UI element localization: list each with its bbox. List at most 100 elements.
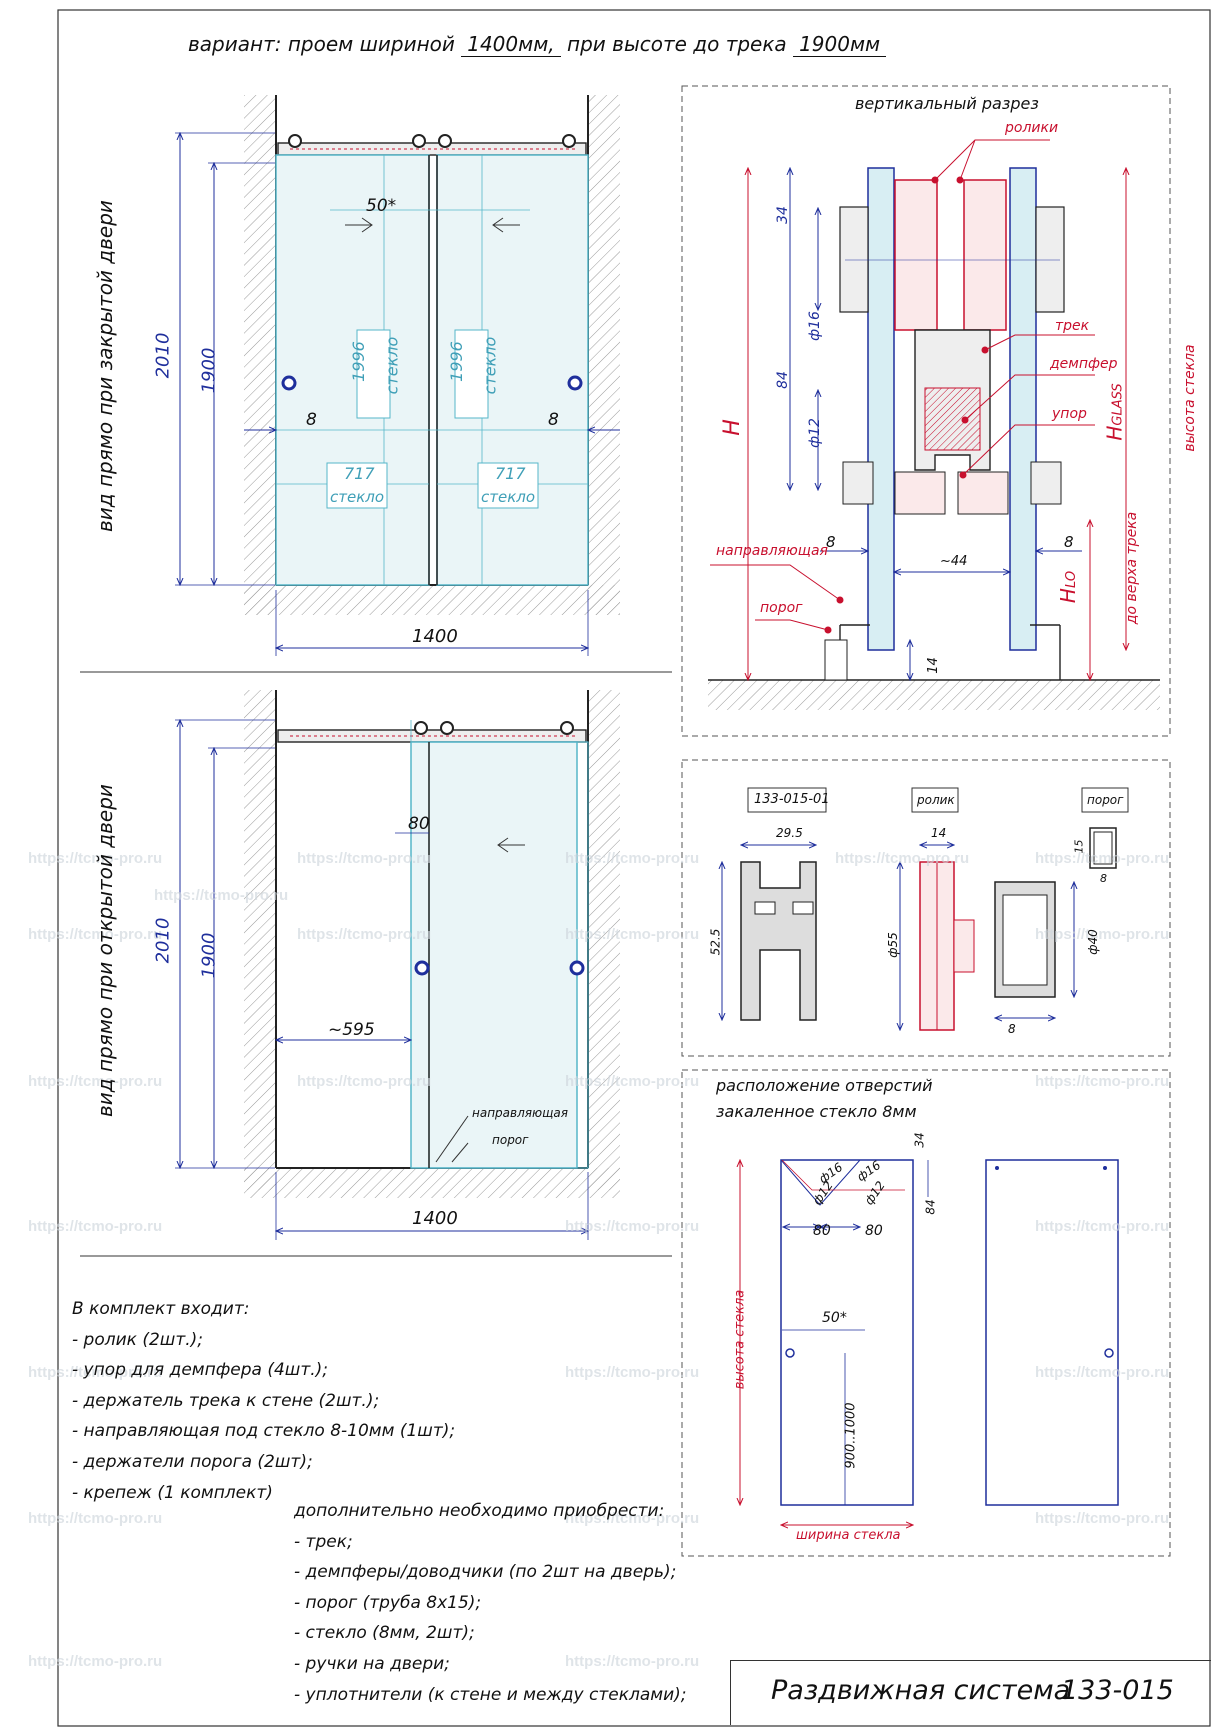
watermark: https://tcmo-pro.ru [28, 1364, 163, 1381]
watermark: https://tcmo-pro.ru [1035, 1073, 1170, 1090]
closed-gap-right: 8 [548, 410, 559, 430]
closed-dim-track-height: 1900 [198, 347, 220, 394]
section-glass-height: высота стекла [1182, 344, 1198, 452]
title-block: Раздвижная система 133-015 [730, 1660, 1211, 1725]
holes-glass-width: ширина стекла [796, 1528, 901, 1543]
extras-item: - ручки на двери; [294, 1653, 450, 1674]
watermark: https://tcmo-pro.ru [565, 850, 700, 867]
watermark: https://tcmo-pro.ru [28, 1218, 163, 1235]
kit-item: - держатель трека к стене (2шт.); [72, 1390, 380, 1411]
open-dim-total-height: 2010 [152, 917, 174, 964]
parts-dim-d40: ф40 [1085, 929, 1100, 955]
watermark: https://tcmo-pro.ru [1035, 926, 1170, 943]
watermark: https://tcmo-pro.ru [1035, 1510, 1170, 1527]
section-dim-84: 84 [774, 371, 791, 389]
extras-title: дополнительно необходимо приобрести: [294, 1501, 665, 1521]
holes-dim-900-1000: 900..1000 [843, 1402, 859, 1469]
watermark: https://tcmo-pro.ru [565, 1653, 700, 1670]
extras-item: - уплотнители (к стене и между стеклами)… [294, 1684, 687, 1705]
parts-dim-d55: ф55 [885, 932, 900, 958]
extras-item: - стекло (8мм, 2шт); [294, 1623, 475, 1644]
page-title: вариант: проем шириной 1400мм, при высот… [188, 32, 887, 57]
kit-item: - крепеж (1 комплект) [72, 1482, 273, 1503]
watermark: https://tcmo-pro.ru [28, 1653, 163, 1670]
watermark: https://tcmo-pro.ru [297, 1073, 432, 1090]
section-title: вертикальный разрез [855, 94, 1039, 113]
holes-glass-height: высота стекла [732, 1289, 748, 1390]
open-door-view [175, 690, 620, 1240]
section-threshold: порог [760, 600, 803, 616]
title-opening-width: 1400мм, [461, 32, 561, 57]
closed-glass-word-left: стекло [382, 336, 402, 395]
closed-dim-overlap: 50* [366, 196, 397, 216]
watermark: https://tcmo-pro.ru [1035, 1364, 1170, 1381]
section-dim-34: 34 [774, 206, 791, 224]
vertical-section [681, 85, 1171, 737]
watermark: https://tcmo-pro.ru [835, 850, 970, 867]
section-dim-44: ~44 [940, 554, 968, 569]
closed-glass-height-right: 1996 [446, 341, 466, 382]
watermark: https://tcmo-pro.ru [565, 1073, 700, 1090]
section-dim-d12: ф12 [806, 418, 823, 448]
closed-door-view [175, 95, 620, 656]
kit-item: - направляющая под стекло 8-10мм (1шт); [72, 1421, 456, 1442]
closed-glass-width-right: 717 [495, 464, 526, 483]
open-threshold-label: порог [492, 1133, 529, 1147]
watermark: https://tcmo-pro.ru [565, 1510, 700, 1527]
parts-thr-15: 15 [1072, 839, 1086, 854]
closed-glass-word-left-w: стекло [330, 488, 385, 506]
closed-glass-word-right-w: стекло [481, 488, 536, 506]
section-H-lo: HLO [1056, 570, 1081, 604]
section-guide: направляющая [716, 543, 828, 559]
holes-title-1: расположение отверстий [716, 1076, 933, 1095]
parts-thr-8: 8 [1100, 872, 1107, 885]
holes-dim-80-b: 80 [865, 1223, 883, 1239]
holes-dim-34: 34 [912, 1132, 927, 1148]
section-H-glass: HGLASS [1102, 383, 1127, 441]
extras-list: дополнительно необходимо приобрести: - т… [294, 1496, 686, 1710]
section-stop: упор [1052, 406, 1087, 422]
parts-profile-code: 133-015-01 [754, 792, 830, 807]
watermark: https://tcmo-pro.ru [565, 1218, 700, 1235]
open-guide-label: направляющая [472, 1106, 568, 1120]
parts-dim-8: 8 [1008, 1022, 1016, 1036]
section-damper: демпфер [1050, 356, 1118, 372]
extras-item: - трек; [294, 1531, 353, 1552]
holes-panel [681, 1069, 1171, 1557]
parts-dim-52-5: 52.5 [708, 928, 723, 956]
section-track: трек [1055, 318, 1090, 334]
section-dim-8-left: 8 [826, 533, 836, 551]
parts-threshold: порог [1087, 793, 1124, 807]
kit-item: - держатели порога (2шт); [72, 1451, 313, 1472]
kit-item: - ролик (2шт.); [72, 1329, 203, 1350]
open-dim-track-height: 1900 [198, 932, 220, 979]
parts-dim-14: 14 [931, 826, 947, 840]
closed-glass-word-right: стекло [480, 336, 500, 395]
section-dim-8-right: 8 [1064, 533, 1074, 551]
open-view-label: вид прямо при открытой двери [93, 784, 117, 1117]
closed-dim-total-height: 2010 [152, 332, 174, 379]
watermark: https://tcmo-pro.ru [28, 1073, 163, 1090]
watermark: https://tcmo-pro.ru [297, 850, 432, 867]
parts-panel [681, 759, 1171, 1057]
open-dim-passage: ~595 [328, 1020, 375, 1040]
section-rollers: ролики [1005, 120, 1059, 136]
section-dim-14: 14 [925, 657, 941, 674]
holes-dim-80-a: 80 [813, 1223, 831, 1239]
watermark: https://tcmo-pro.ru [1035, 1218, 1170, 1235]
watermark: https://tcmo-pro.ru [154, 887, 289, 904]
closed-gap-left: 8 [306, 410, 317, 430]
watermark: https://tcmo-pro.ru [28, 1510, 163, 1527]
section-H: H [719, 419, 745, 436]
watermark: https://tcmo-pro.ru [297, 926, 432, 943]
parts-roller: ролик [917, 793, 955, 807]
watermark: https://tcmo-pro.ru [565, 926, 700, 943]
section-to-track: до верха трека [1124, 511, 1140, 625]
kit-list: В комплект входит: - ролик (2шт.); - упо… [72, 1294, 455, 1508]
watermark: https://tcmo-pro.ru [28, 926, 163, 943]
title-block-code: 133-015 [1061, 1675, 1174, 1706]
open-dim-width: 1400 [412, 1208, 458, 1229]
extras-item: - демпферы/доводчики (по 2шт на дверь); [294, 1562, 677, 1583]
